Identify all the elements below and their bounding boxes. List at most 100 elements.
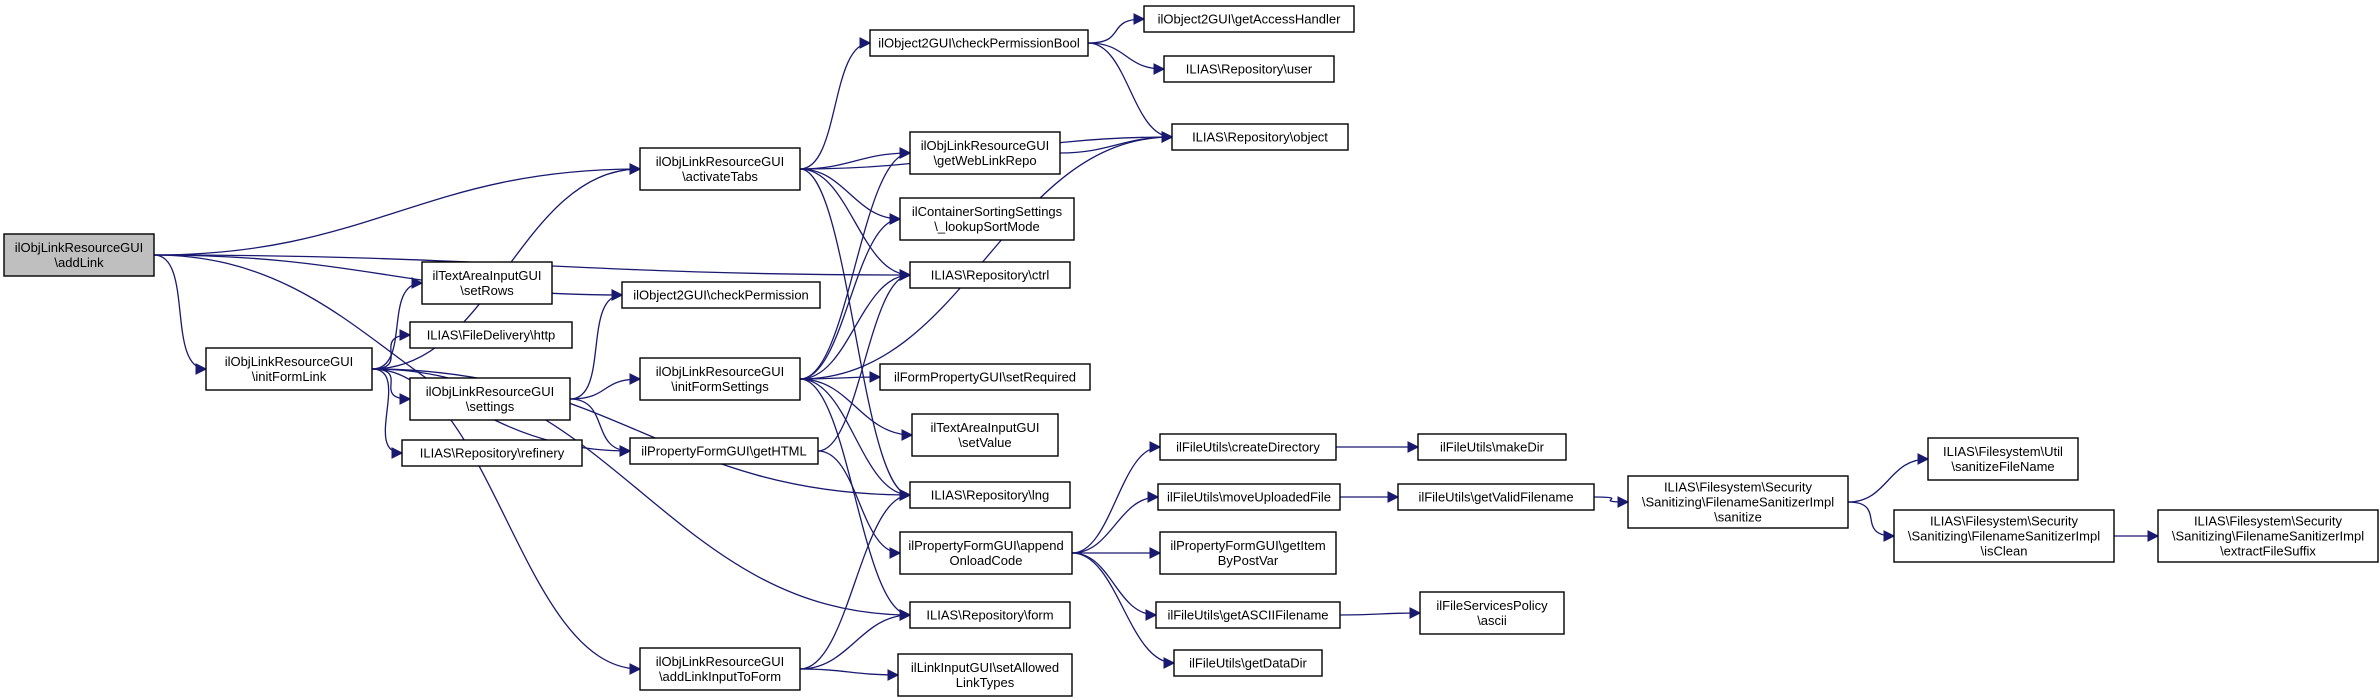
node-getASCII[interactable]: ilFileUtils\getASCIIFilename bbox=[1155, 601, 1341, 629]
edge-line bbox=[153, 163, 642, 256]
node-box bbox=[911, 413, 1059, 457]
node-getValidFilename[interactable]: ilFileUtils\getValidFilename bbox=[1397, 483, 1595, 511]
edge-line bbox=[799, 378, 912, 621]
node-getHTML[interactable]: ilPropertyFormGUI\getHTML bbox=[629, 437, 819, 465]
node-label: \addLink bbox=[54, 255, 104, 270]
node-addLinkInput[interactable]: ilObjLinkResourceGUI\addLinkInputToForm bbox=[639, 647, 801, 691]
edge-line bbox=[799, 213, 902, 380]
edge-settings-to-checkPermission bbox=[569, 289, 624, 400]
node-label: ilObjLinkResourceGUI bbox=[656, 654, 785, 669]
edge-line bbox=[371, 368, 912, 501]
node-lookupSortMode[interactable]: ilContainerSortingSettings\_lookupSortMo… bbox=[899, 197, 1075, 241]
node-box bbox=[2157, 509, 2379, 563]
edge-line bbox=[799, 668, 900, 681]
node-box bbox=[3, 233, 155, 277]
node-setRows[interactable]: ilTextAreaInputGUI\setRows bbox=[421, 261, 553, 305]
node-checkPermission[interactable]: ilObject2GUI\checkPermission bbox=[621, 281, 821, 309]
edge-line bbox=[799, 371, 882, 383]
node-label: ilFileUtils\getDataDir bbox=[1189, 656, 1307, 671]
node-sanitize[interactable]: ILIAS\Filesystem\Security\Sanitizing\Fil… bbox=[1627, 475, 1849, 529]
node-object[interactable]: ILIAS\Repository\object bbox=[1171, 123, 1349, 151]
node-getDataDir[interactable]: ilFileUtils\getDataDir bbox=[1173, 649, 1323, 677]
node-box bbox=[1171, 123, 1349, 151]
node-box bbox=[909, 601, 1071, 629]
node-setRequired[interactable]: ilFormPropertyGUI\setRequired bbox=[879, 363, 1091, 391]
node-getWebLinkRepo[interactable]: ilObjLinkResourceGUI\getWebLinkRepo bbox=[909, 131, 1061, 175]
node-refinery[interactable]: ILIAS\Repository\refinery bbox=[401, 439, 583, 467]
edge-getHTML-to-ctrl bbox=[817, 269, 912, 452]
node-label: ILIAS\Filesystem\Util bbox=[1943, 444, 2063, 459]
node-label: \initFormLink bbox=[252, 369, 327, 384]
node-label: \getWebLinkRepo bbox=[933, 153, 1036, 168]
node-box bbox=[1155, 601, 1341, 629]
node-label: ILIAS\Filesystem\Security bbox=[2194, 514, 2343, 529]
edge-line bbox=[799, 269, 912, 380]
edge-getHTML-to-appendOnload bbox=[817, 450, 902, 559]
edge-line bbox=[799, 147, 912, 170]
node-label: ilPropertyFormGUI\getItem bbox=[1170, 538, 1325, 553]
node-label: ilContainerSortingSettings bbox=[912, 204, 1063, 219]
node-box bbox=[409, 377, 571, 421]
edge-activateTabs-to-getWebLinkRepo bbox=[799, 147, 912, 170]
node-user[interactable]: ILIAS\Repository\user bbox=[1163, 55, 1335, 83]
node-checkPermBool[interactable]: ilObject2GUI\checkPermissionBool bbox=[869, 29, 1089, 57]
node-ctrl[interactable]: ILIAS\Repository\ctrl bbox=[909, 261, 1071, 289]
edge-addLinkInput-to-form bbox=[799, 609, 912, 670]
node-box bbox=[909, 481, 1071, 509]
node-sanitizeFileName[interactable]: ILIAS\Filesystem\Util\sanitizeFileName bbox=[1927, 437, 2079, 481]
node-ascii[interactable]: ilFileServicesPolicy\ascii bbox=[1419, 591, 1565, 635]
node-initFormLink[interactable]: ilObjLinkResourceGUI\initFormLink bbox=[205, 347, 373, 391]
node-label: \settings bbox=[466, 399, 515, 414]
node-createDirectory[interactable]: ilFileUtils\createDirectory bbox=[1159, 433, 1337, 461]
node-label: ilFileUtils\getASCIIFilename bbox=[1167, 608, 1328, 623]
node-moveUploaded[interactable]: ilFileUtils\moveUploadedFile bbox=[1157, 483, 1341, 511]
node-label: \sanitizeFileName bbox=[1951, 459, 2054, 474]
node-label: ILIAS\Repository\ctrl bbox=[931, 268, 1050, 283]
node-layer: ilObjLinkResourceGUI\addLinkilObjLinkRes… bbox=[3, 5, 2379, 697]
edge-line bbox=[569, 289, 624, 400]
edge-addLinkInput-to-lng bbox=[799, 489, 912, 670]
node-initFormSettings[interactable]: ilObjLinkResourceGUI\initFormSettings bbox=[639, 357, 801, 401]
node-box bbox=[909, 131, 1061, 175]
node-box bbox=[409, 321, 573, 349]
node-box bbox=[205, 347, 373, 391]
node-activateTabs[interactable]: ilObjLinkResourceGUI\activateTabs bbox=[639, 147, 801, 191]
edge-initFormSettings-to-form bbox=[799, 378, 912, 621]
node-label: \activateTabs bbox=[682, 169, 758, 184]
edge-line bbox=[799, 37, 872, 170]
node-box bbox=[1159, 433, 1337, 461]
edge-line bbox=[1593, 496, 1630, 508]
node-box bbox=[899, 531, 1073, 575]
node-addLink[interactable]: ilObjLinkResourceGUI\addLink bbox=[3, 233, 155, 277]
edge-activateTabs-to-lookupSortMode bbox=[799, 168, 902, 225]
node-label: ILIAS\Filesystem\Security bbox=[1664, 480, 1813, 495]
node-extractSuffix[interactable]: ILIAS\Filesystem\Security\Sanitizing\Fil… bbox=[2157, 509, 2379, 563]
node-box bbox=[899, 197, 1075, 241]
node-lng[interactable]: ILIAS\Repository\lng bbox=[909, 481, 1071, 509]
node-form[interactable]: ILIAS\Repository\form bbox=[909, 601, 1071, 629]
node-setValue[interactable]: ilTextAreaInputGUI\setValue bbox=[911, 413, 1059, 457]
edge-initFormSettings-to-getWebLinkRepo bbox=[799, 147, 912, 380]
node-http[interactable]: ILIAS\FileDelivery\http bbox=[409, 321, 573, 349]
edge-appendOnload-to-moveUploaded bbox=[1071, 491, 1160, 554]
edge-line bbox=[799, 489, 912, 670]
node-label: ilTextAreaInputGUI bbox=[930, 420, 1039, 435]
node-settings[interactable]: ilObjLinkResourceGUI\settings bbox=[409, 377, 571, 421]
edge-layer bbox=[153, 13, 2160, 681]
node-box bbox=[1143, 5, 1355, 33]
edge-checkPermBool-to-object bbox=[1087, 42, 1174, 143]
node-isClean[interactable]: ILIAS\Filesystem\Security\Sanitizing\Fil… bbox=[1893, 509, 2115, 563]
node-box bbox=[897, 653, 1073, 697]
edge-initFormLink-to-http bbox=[371, 329, 412, 370]
node-makeDir[interactable]: ilFileUtils\makeDir bbox=[1417, 433, 1567, 461]
node-label: \addLinkInputToForm bbox=[659, 669, 781, 684]
node-getAccessHandler[interactable]: ilObject2GUI\getAccessHandler bbox=[1143, 5, 1355, 33]
edge-line bbox=[1071, 441, 1162, 554]
node-label: ILIAS\Filesystem\Security bbox=[1930, 514, 2079, 529]
node-label: ilObjLinkResourceGUI bbox=[921, 138, 1050, 153]
node-box bbox=[1163, 55, 1335, 83]
edge-appendOnload-to-getDataDir bbox=[1071, 552, 1176, 669]
